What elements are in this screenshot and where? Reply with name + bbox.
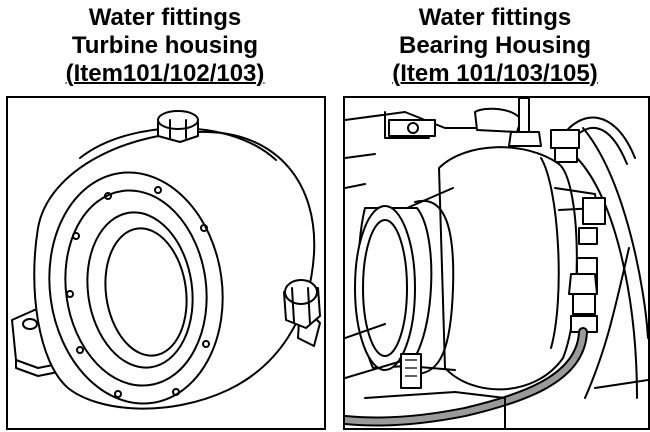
bearing-housing-drawing xyxy=(345,98,648,428)
caption-line-2: Turbine housing xyxy=(71,32,259,59)
bearing-housing-illustration xyxy=(343,96,650,430)
caption-line-1: Water fittings xyxy=(418,4,572,31)
turbine-housing-illustration xyxy=(6,96,326,430)
caption-line-3: (Item 101/103/105) xyxy=(392,60,598,87)
caption-line-2: Bearing Housing xyxy=(398,32,591,59)
caption-line-1: Water fittings xyxy=(88,4,242,31)
caption-line-3: (Item101/102/103) xyxy=(65,60,265,87)
bearing-housing-caption: Water fittings Bearing Housing (Item 101… xyxy=(340,4,650,88)
turbine-housing-drawing xyxy=(11,110,321,410)
turbine-housing-caption: Water fittings Turbine housing (Item101/… xyxy=(0,4,330,88)
